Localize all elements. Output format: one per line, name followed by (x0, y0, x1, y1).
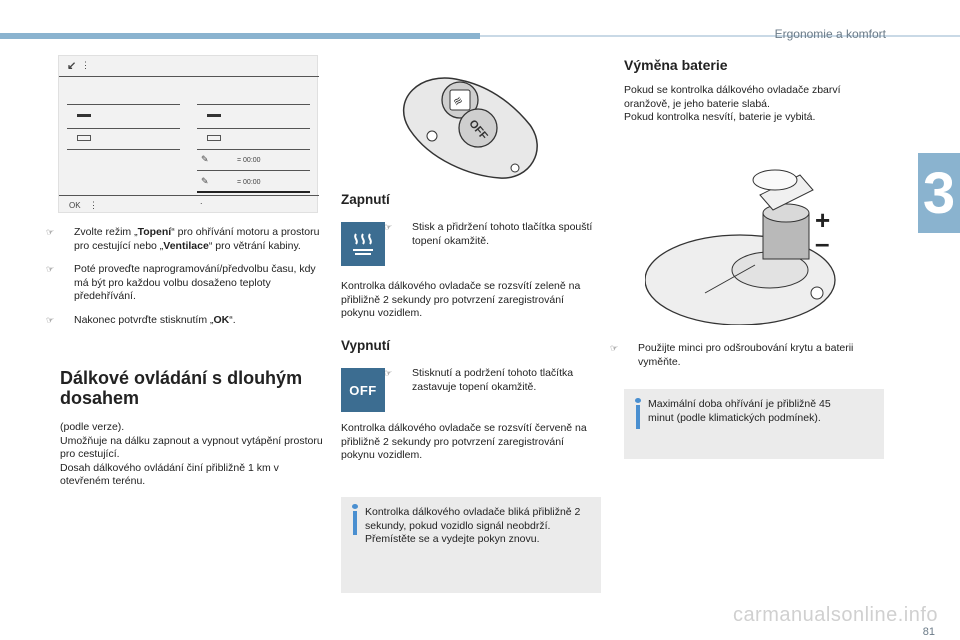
heating-on-icon (341, 222, 385, 266)
edit-pencil-icon[interactable]: ✎ (201, 154, 209, 164)
dot-indicator: . (200, 196, 203, 206)
bullet-arrow-icon: ☞ (46, 264, 55, 274)
heating-mode-dash-right (207, 114, 221, 117)
ok-button[interactable]: OK (69, 201, 81, 210)
battery-instruction: ☞Použijte minci pro odšroubování krytu a… (610, 342, 854, 368)
vertical-dots-icon[interactable]: ⋮ (89, 200, 98, 210)
edit-pencil-icon[interactable]: ✎ (201, 176, 209, 186)
battery-minus-sign: – (815, 228, 830, 258)
heading-battery: Výměna baterie (624, 57, 728, 73)
bullet-arrow-icon: ☞ (46, 314, 55, 325)
vertical-dots-icon[interactable]: ⋮ (81, 60, 90, 70)
bullet-arrow-icon: ☞ (46, 227, 55, 237)
chapter-number-tab: 3 (918, 153, 960, 233)
zapnuti-description: Kontrolka dálkového ovladače se rozsvítí… (341, 280, 581, 319)
step-1: ☞Zvolte režim „Topení“ pro ohřívání moto… (46, 226, 320, 252)
page-number: 81 (922, 626, 935, 638)
remote-description: (podle verze). Umožňuje na dálku zapnout… (60, 421, 323, 487)
heading-vypnuti: Vypnutí (341, 338, 390, 353)
info-icon (635, 398, 641, 429)
timer-value-2: = 00:00 (237, 179, 261, 186)
step-list: ☞Zvolte režim „Topení“ pro ohřívání moto… (46, 226, 322, 327)
battery-replacement-illustration (645, 169, 836, 325)
battery-description: Pokud se kontrolka dálkového ovladače zb… (624, 84, 841, 123)
back-arrow-icon[interactable]: ↙ (67, 60, 77, 72)
header-rule (480, 35, 960, 37)
vypnuti-instruction: ☞Stisknutí a podržení tohoto tlačítka za… (384, 367, 574, 393)
battery-plus-sign: + (815, 205, 831, 235)
info-box-duration: Maximální doba ohřívání je přibližně 45 … (624, 389, 884, 459)
remote-control-illustration: ≋ OFF (403, 77, 538, 179)
info-icon (352, 504, 358, 535)
bullet-arrow-icon: ☞ (384, 222, 393, 232)
info-box-signal: Kontrolka dálkového ovladače bliká přibl… (341, 497, 601, 593)
header-accent-bar (0, 33, 480, 39)
touchscreen-mockup: ↙ ⋮ ✎ = 00:00 ✎ = 00:00 OK ⋮ . (58, 55, 319, 213)
watermark: carmanualsonline.info (732, 604, 938, 626)
option-box-right[interactable] (207, 135, 221, 141)
bullet-arrow-icon: ☞ (384, 368, 393, 378)
heading-zapnuti: Zapnutí (341, 192, 390, 207)
step-3: ☞Nakonec potvrďte stisknutím „OK“. (46, 313, 236, 326)
heating-mode-dash-left (77, 114, 91, 117)
step-2: ☞Poté proveďte naprogramování/předvolbu … (46, 263, 316, 302)
chapter-title: Ergonomie a komfort (774, 27, 886, 41)
zapnuti-instruction: ☞Stisk a přidržení tohoto tlačítka spouš… (384, 221, 593, 247)
option-box-left[interactable] (77, 135, 91, 141)
vypnuti-description: Kontrolka dálkového ovladače se rozsvítí… (341, 422, 587, 461)
timer-value-1: = 00:00 (237, 157, 261, 164)
bullet-arrow-icon: ☞ (610, 343, 619, 353)
heating-off-icon: OFF (341, 368, 385, 412)
